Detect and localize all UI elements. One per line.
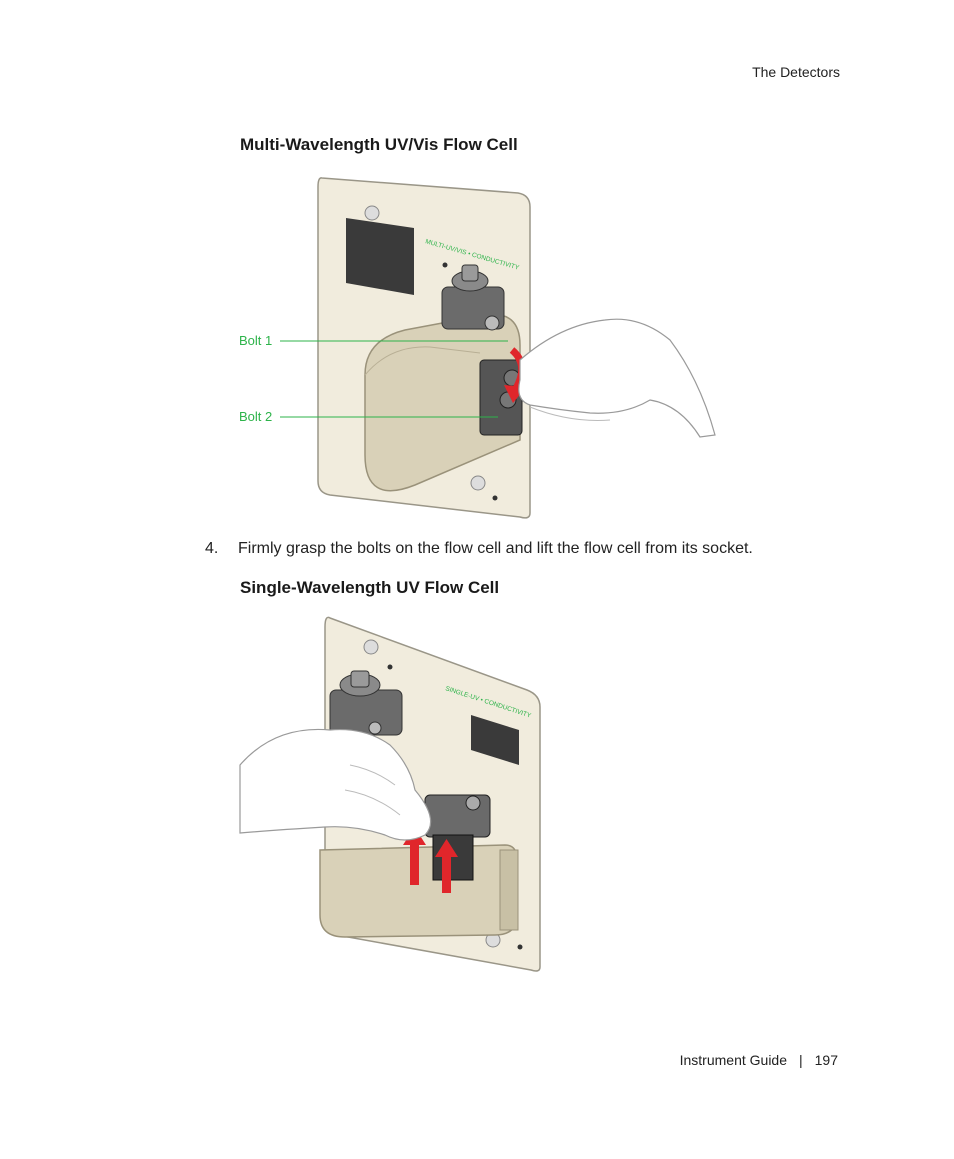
callout-bolt-2: Bolt 2 [239,409,272,424]
figure2-illustration: SINGLE-UV • CONDUCTIVITY [235,615,555,975]
step-text: Firmly grasp the bolts on the flow cell … [238,540,753,557]
step-4: 4. Firmly grasp the bolts on the flow cel… [205,540,845,558]
footer-separator: | [799,1052,803,1068]
running-header: The Detectors [752,64,840,80]
callout-bolt-1: Bolt 1 [239,333,272,348]
figure1-illustration: MULTI-UV/VIS • CONDUCTIVITY Bolt 1 Bolt … [230,175,720,520]
step-number: 4. [205,540,219,557]
figure2-title: Single-Wavelength UV Flow Cell [240,578,500,597]
footer-guide-title: Instrument Guide [679,1052,787,1068]
page-number: 197 [814,1052,838,1068]
figure1-title: Multi-Wavelength UV/Vis Flow Cell [240,135,518,154]
page-footer: Instrument Guide | 197 [680,1052,838,1068]
